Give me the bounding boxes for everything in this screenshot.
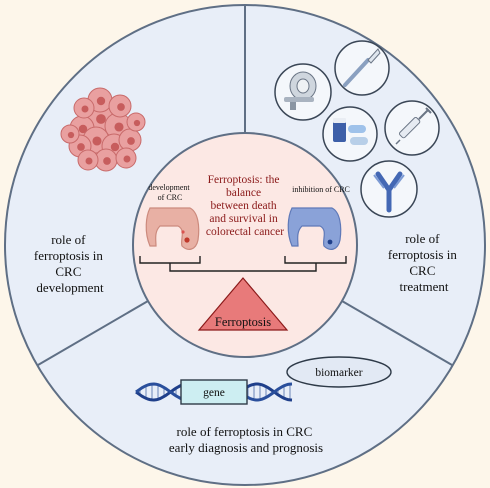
center-title-line: between death	[211, 200, 277, 212]
gene-box	[180, 379, 248, 405]
colon-left-icon	[145, 207, 200, 250]
tumor-nucleus	[67, 131, 75, 139]
tumor-nucleus	[114, 122, 124, 132]
tumor-nucleus	[133, 119, 141, 127]
tumor-nucleus	[85, 157, 93, 165]
fulcrum-label: Ferroptosis	[215, 315, 271, 329]
tumor-nucleus	[96, 96, 106, 106]
tumor-nucleus	[96, 114, 106, 124]
center-title: Ferroptosis: the balance between death a…	[206, 174, 284, 238]
antibody-icon	[360, 160, 418, 218]
tumor-nucleus	[77, 143, 85, 151]
development-of-crc-label: development of CRC	[148, 183, 191, 202]
biomarker-label: biomarker	[315, 367, 362, 379]
gene-label: gene	[203, 387, 225, 399]
balance-beam	[139, 256, 347, 272]
tumor-nucleus	[81, 105, 89, 113]
tumor-cluster-icon	[60, 87, 146, 172]
divider-left	[37, 300, 149, 366]
center-title-line: balance	[226, 187, 261, 199]
imaging-scanner-icon	[274, 63, 332, 121]
section-left-label: role of ferroptosis in CRC development	[34, 232, 106, 295]
section-bottom-label: role of ferroptosis in CRC early diagnos…	[169, 424, 323, 455]
tumor-nucleus	[92, 136, 102, 146]
tumor-nucleus	[103, 157, 111, 165]
tumor-nucleus	[123, 155, 131, 163]
center-title-line: and survival in	[209, 213, 278, 225]
scalpel-icon	[334, 40, 390, 96]
tumor-nucleus	[110, 142, 120, 152]
tumor-nucleus	[78, 124, 88, 134]
pills-icon	[322, 106, 378, 162]
tumor-nucleus	[127, 137, 135, 145]
center-circle	[132, 132, 358, 358]
section-right-label: role of ferroptosis in CRC treatment	[388, 231, 460, 294]
colon-right-icon	[287, 207, 342, 250]
inhibition-of-crc-label: inhibition of CRC	[292, 185, 350, 194]
center-title-line: Ferroptosis: the	[208, 174, 280, 186]
center-title-line: colorectal cancer	[206, 226, 284, 238]
syringe-icon	[384, 100, 440, 156]
biomarker-bubble	[286, 356, 392, 388]
ferroptosis-fulcrum	[197, 277, 289, 331]
divider-right	[341, 300, 453, 366]
tumor-nucleus	[117, 103, 125, 111]
